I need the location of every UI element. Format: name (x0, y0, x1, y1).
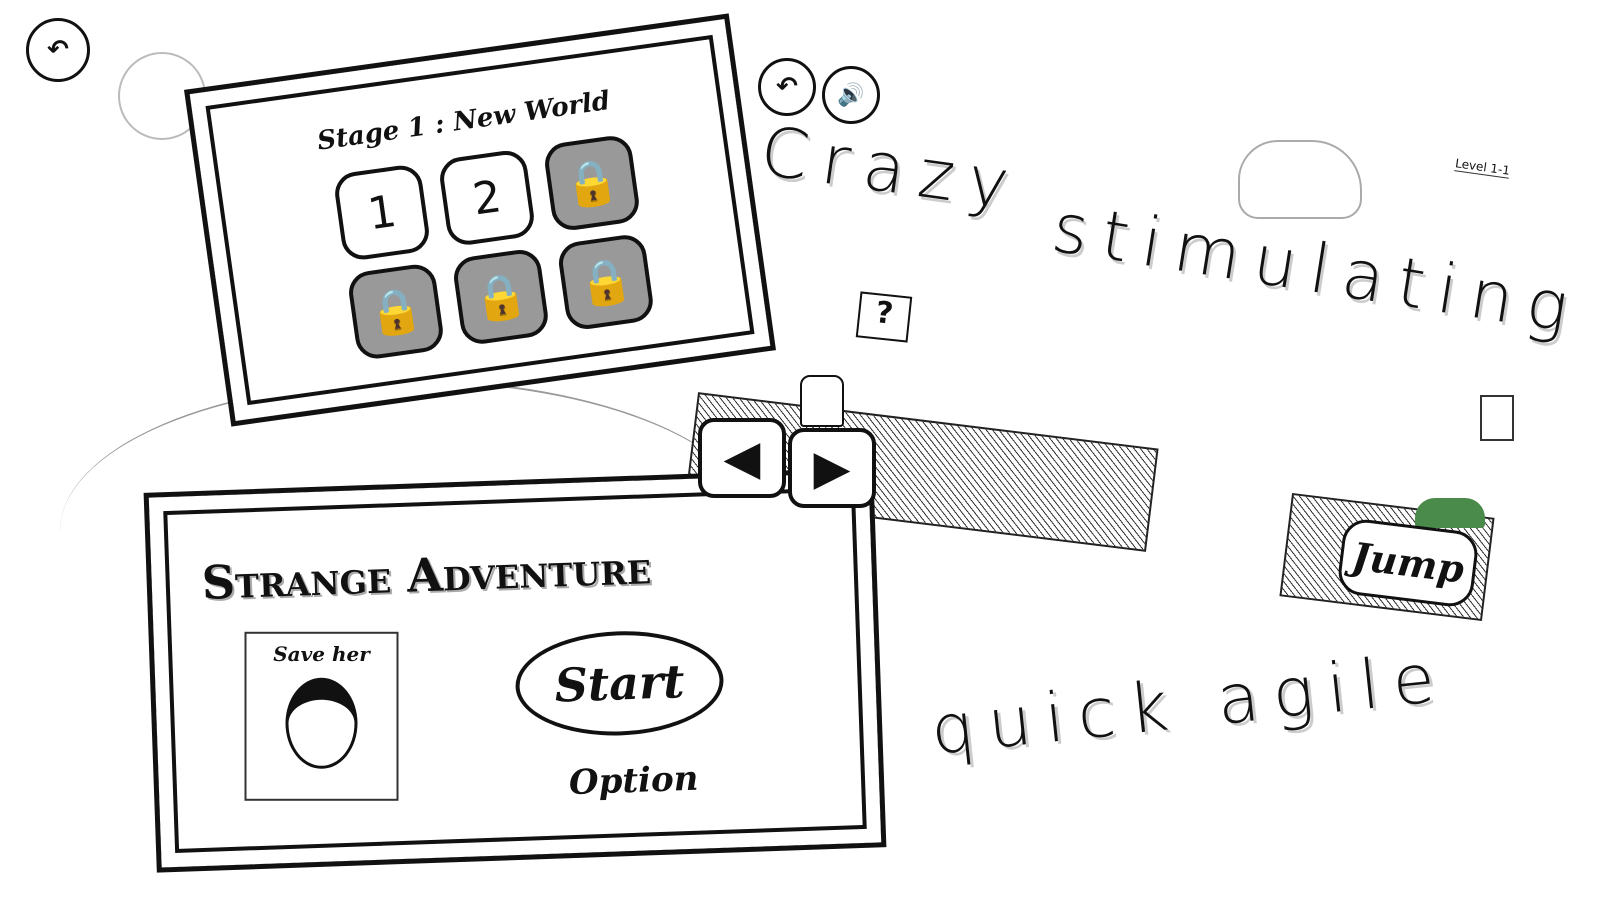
player-character (800, 375, 844, 427)
girl-face-icon (285, 677, 358, 769)
right-arrow-icon: ▶ (813, 440, 851, 496)
level-5-locked[interactable]: 🔒 (451, 247, 551, 347)
level-2-button[interactable]: 2 (437, 148, 537, 248)
level-4-locked[interactable]: 🔒 (346, 261, 446, 362)
left-arrow-icon: ◀ (723, 430, 761, 486)
save-her-poster: Save her (244, 631, 399, 801)
lock-icon: 🔒 (470, 268, 532, 327)
cloud-icon (1238, 140, 1362, 219)
game-title: Strange Adventure (200, 540, 652, 610)
main-menu-panel: Strange Adventure Save her Start Option (143, 467, 887, 873)
move-left-button[interactable]: ◀ (698, 418, 786, 498)
back-arrow-icon: ↶ (47, 35, 69, 65)
sound-button[interactable]: 🔊 (822, 66, 880, 124)
level-3-locked[interactable]: 🔒 (542, 133, 642, 233)
lock-icon: 🔒 (365, 283, 427, 342)
start-button[interactable]: Start (513, 627, 726, 739)
level-2-label: 2 (469, 170, 505, 226)
poster-text: Save her (273, 641, 370, 666)
back-button[interactable]: ↶ (26, 18, 90, 82)
level-1-label: 1 (364, 185, 400, 240)
level-1-button[interactable]: 1 (332, 162, 432, 263)
level-label: Level 1-1 (1454, 156, 1511, 179)
back-arrow-icon: ↶ (776, 72, 798, 102)
ladder-icon (1480, 395, 1514, 441)
question-block: ? (855, 291, 913, 343)
level-6-locked[interactable]: 🔒 (556, 232, 656, 332)
move-right-button[interactable]: ▶ (788, 428, 876, 508)
option-button[interactable]: Option (568, 758, 700, 804)
tagline-quick-agile: quick agile (927, 638, 1453, 771)
bush-icon (1415, 498, 1485, 528)
tagline-crazy: Crazy (755, 112, 1028, 227)
stage-select-panel: Stage 1 : New World 1 2 🔒 🔒 🔒 🔒 (184, 13, 776, 427)
lock-icon: 🔒 (575, 253, 637, 312)
lock-icon: 🔒 (561, 154, 623, 213)
jump-button[interactable]: Jump (1335, 516, 1481, 610)
back-button-2[interactable]: ↶ (758, 58, 816, 116)
speaker-icon: 🔊 (837, 82, 865, 108)
